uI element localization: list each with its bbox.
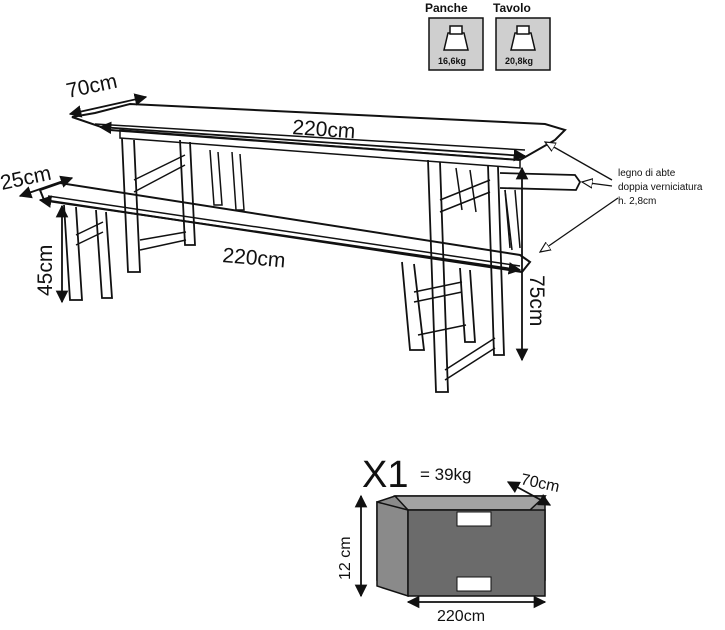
bench-height-label: 45cm bbox=[34, 245, 57, 296]
benches-weight-title: Panche bbox=[425, 1, 468, 15]
benches-weight-value: 16,6kg bbox=[438, 56, 466, 66]
weight-badge-table: Tavolo 20,8kg bbox=[493, 1, 551, 71]
dimension-bench-depth: 25cm bbox=[0, 162, 74, 199]
bench-length-label: 220cm bbox=[222, 244, 287, 272]
package-weight: = 39kg bbox=[420, 465, 472, 484]
table-depth-label: 70cm bbox=[64, 70, 119, 103]
table-illustration bbox=[71, 102, 567, 393]
package-illustration: X1 = 39kg 70cm 12 cm 220cm bbox=[337, 454, 561, 625]
table-weight-value: 20,8kg bbox=[505, 56, 533, 66]
far-bench-illustration bbox=[499, 172, 582, 249]
front-bench-illustration bbox=[38, 181, 532, 351]
bench-depth-label: 25cm bbox=[0, 162, 53, 195]
package-height-label: 12 cm bbox=[337, 536, 354, 580]
table-height-label: 75cm bbox=[525, 275, 548, 326]
package-length-label: 220cm bbox=[437, 608, 485, 625]
table-weight-title: Tavolo bbox=[493, 1, 531, 15]
material-note-line-1: legno di abte bbox=[618, 168, 676, 179]
material-note-line-3: h. 2,8cm bbox=[618, 196, 656, 207]
dimension-table-length: 220cm bbox=[98, 116, 527, 162]
dimension-table-depth: 70cm bbox=[64, 70, 148, 118]
weight-badge-benches: Panche 16,6kg bbox=[425, 1, 484, 71]
material-callout: legno di abte doppia verniciatura h. 2,8… bbox=[540, 142, 703, 252]
weight-icon bbox=[443, 25, 469, 51]
package-quantity: X1 bbox=[362, 454, 408, 496]
table-length-label: 220cm bbox=[292, 116, 356, 143]
material-note-line-2: doppia verniciatura bbox=[618, 182, 703, 193]
dimension-bench-length: 220cm bbox=[38, 195, 522, 275]
dimension-table-height: 75cm bbox=[515, 166, 548, 362]
dimension-bench-height: 45cm bbox=[34, 204, 69, 304]
weight-icon bbox=[510, 25, 536, 51]
